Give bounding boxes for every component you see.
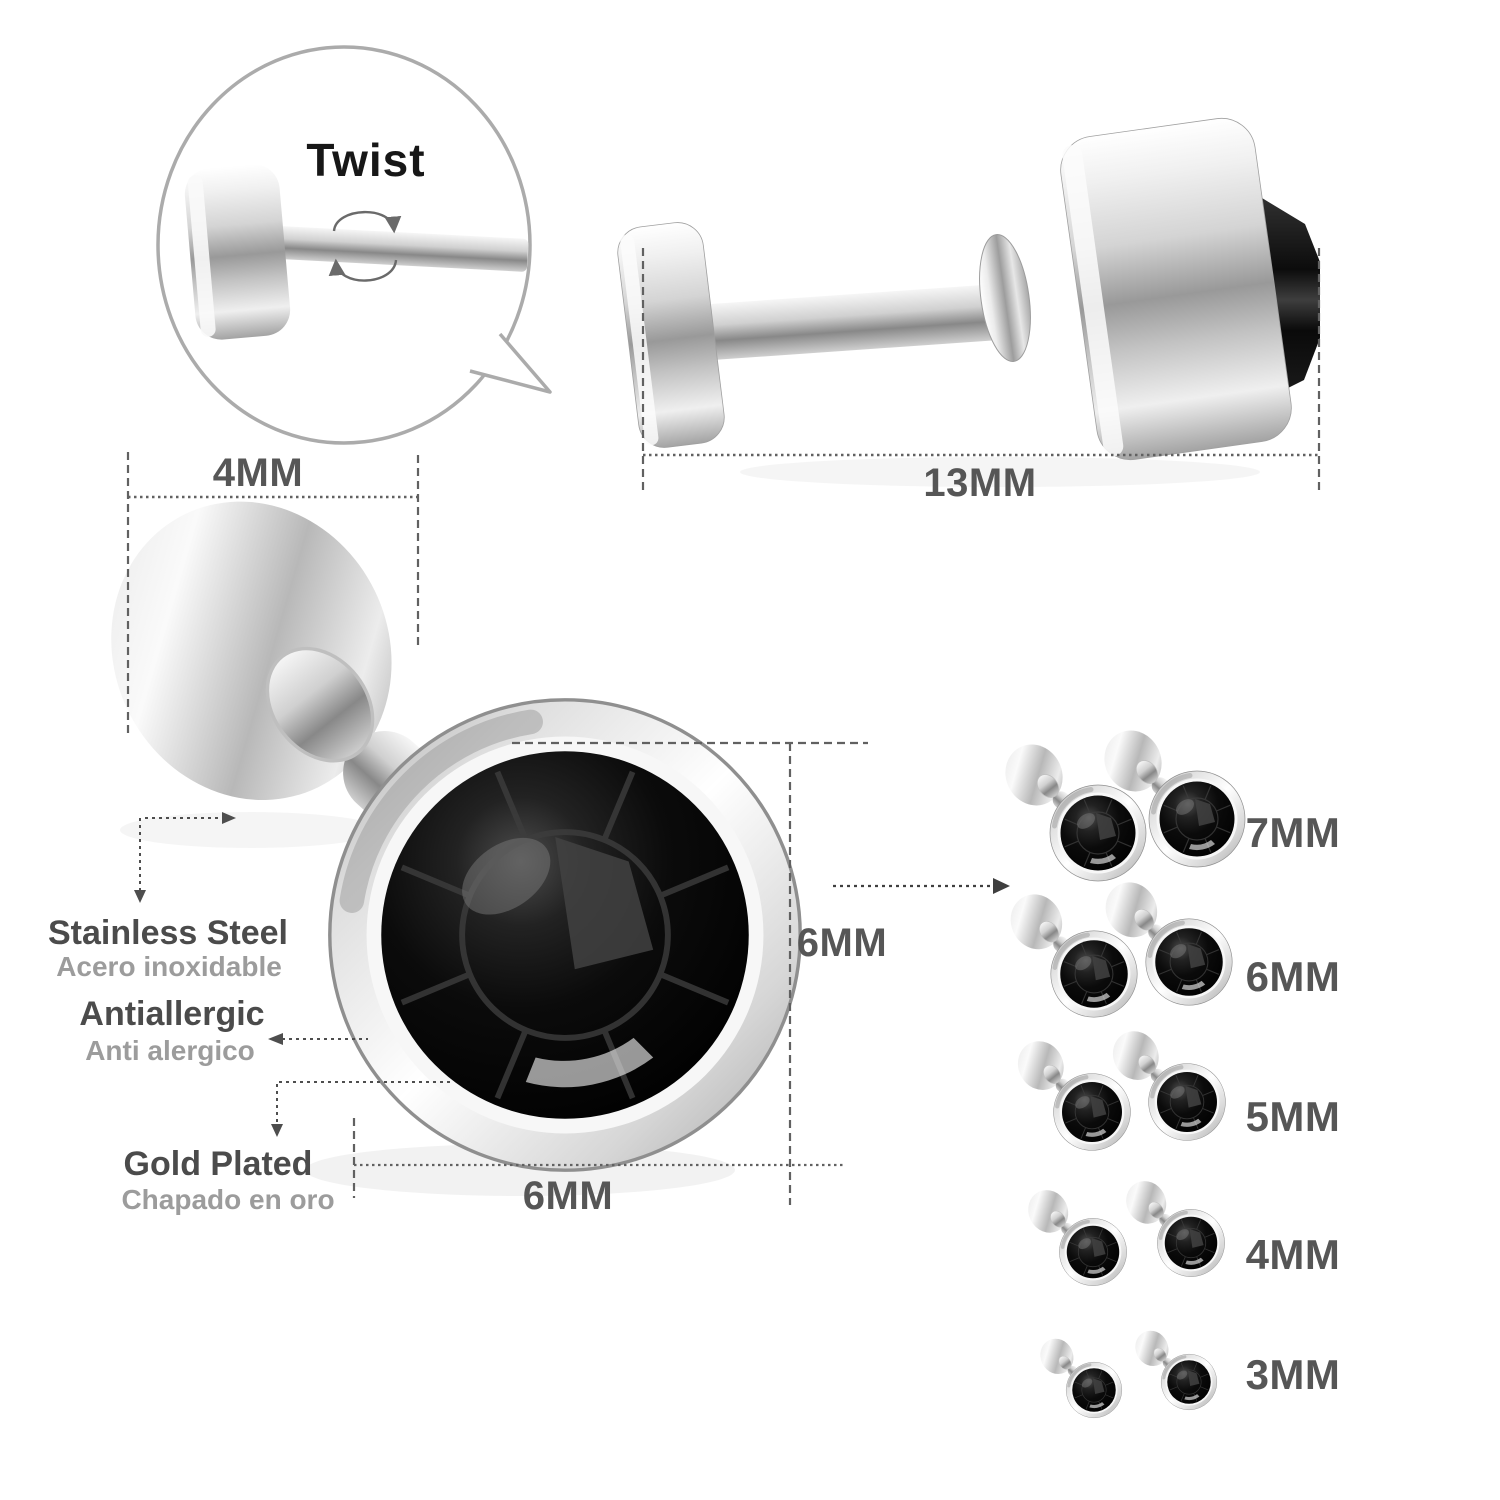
side-earring-head	[1060, 117, 1292, 461]
feature-title-gold-plated: Gold Plated	[123, 1145, 313, 1183]
stud-3mm-right	[1127, 1323, 1219, 1412]
connector-stainless-arrow-down	[134, 890, 146, 903]
side-earring-back-disc-highlight	[620, 234, 659, 446]
dim-13mm-label: 13MM	[923, 461, 1037, 505]
stud-4mm-left	[1019, 1181, 1129, 1288]
bubble-tail-fill	[466, 330, 550, 392]
feature-subtitle-antiallergic: Anti alergico	[85, 1035, 255, 1066]
side-earring-flange	[979, 234, 1031, 362]
feature-subtitle-stainless-steel: Acero inoxidable	[56, 951, 282, 982]
size-chart-pointer-arrow	[993, 878, 1010, 894]
feature-title-stainless-steel: Stainless Steel	[47, 914, 289, 952]
main-earring	[61, 454, 800, 1196]
feature-connectors	[134, 812, 1010, 1137]
connector-gold-line	[276, 1081, 450, 1124]
twist-label: Twist	[306, 134, 426, 186]
twist-rotation-arrow-bottom	[328, 258, 398, 282]
connector-stainless-arrow-right	[222, 812, 236, 824]
feature-title-antiallergic: Antiallergic	[79, 995, 265, 1033]
side-view-earring	[617, 117, 1320, 487]
size-label-6mm: 6MM	[1245, 953, 1341, 1000]
connector-antiallergic-arrow	[268, 1033, 283, 1045]
size-label-3mm: 3MM	[1245, 1351, 1341, 1398]
feature-subtitle-gold-plated: Chapado en oro	[121, 1184, 335, 1215]
connector-stainless-line	[139, 817, 222, 890]
side-earring-head-highlight	[1062, 145, 1124, 457]
dim-6mm-width-label: 6MM	[522, 1174, 614, 1218]
twist-rotation-arrow-top	[332, 210, 402, 234]
dim-6mm-height-label: 6MM	[796, 921, 888, 965]
size-chart-studs	[995, 721, 1245, 1420]
twist-callout	[156, 45, 552, 445]
stud-5mm-left	[1010, 1033, 1131, 1150]
size-label-4mm: 4MM	[1245, 1231, 1341, 1278]
size-label-5mm: 5MM	[1245, 1093, 1341, 1140]
dim-4mm-label: 4MM	[212, 451, 304, 495]
dimension-lines	[126, 248, 1321, 1205]
side-earring-post	[699, 284, 1011, 360]
earring-back-disc-highlight	[187, 175, 216, 337]
stud-3mm-left	[1032, 1331, 1124, 1420]
side-earring-shadow	[740, 457, 1260, 487]
main-disc-shadow	[120, 812, 380, 848]
stud-4mm-right	[1117, 1172, 1227, 1279]
size-label-7mm: 7MM	[1245, 809, 1341, 856]
connector-gold-arrow	[271, 1124, 283, 1137]
bubble-tail-outline	[469, 332, 552, 394]
